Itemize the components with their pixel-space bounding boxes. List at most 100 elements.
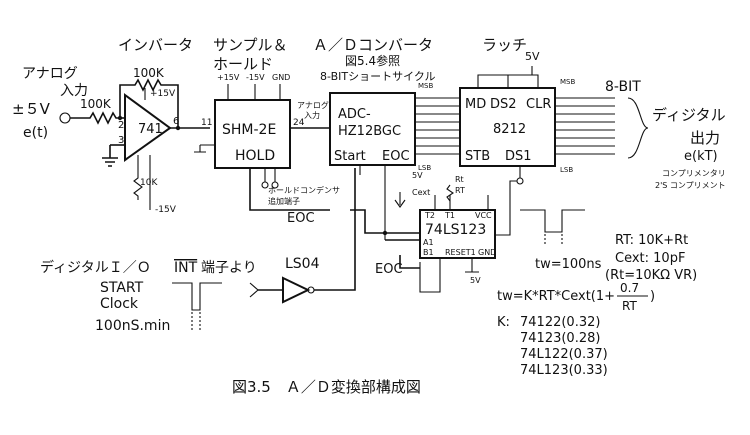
k-value-1: 74122(0.32) [520,315,600,330]
mono-pin-reset: RESET1 [445,248,476,257]
io-label: ディジタルＩ／Ｏ [40,259,151,276]
rt-equation: RT: 10K+Rt [615,233,688,248]
opamp-ground-icon [102,145,118,167]
latch-5v: 5V [525,50,540,63]
mono-pin-vcc: VCC [475,211,492,220]
digital-out-label-2: 出力 [690,129,720,147]
opamp-label: 741 [138,122,163,137]
adc-name-2: HZ12BGC [338,124,401,139]
digital-out-label: ディジタル [652,106,726,124]
opamp-pin-2: 2 [118,120,124,131]
cext-label: Cext [412,188,430,197]
k-value-2: 74123(0.28) [520,331,600,346]
complementary-label: コンプリメンタリ [662,169,726,178]
mono-pin-a1: A1 [423,238,434,247]
opamp-vneg: -15V [155,205,177,215]
k-label: K: [497,315,510,330]
int-label: INT [174,260,198,276]
analog-input-label-2: 入力 [60,83,88,99]
opamp-vpos: +15V [150,89,176,99]
rt-label: Rt [455,175,464,184]
tw-formula: tw=K*RT*Cext(1+ [497,289,615,304]
latch-md: MD [465,97,486,112]
mono-74ls123-box [419,209,496,259]
sh-gnd: GND [272,73,290,82]
adc-msb: MSB [418,82,433,90]
latch-ds2: DS2 [490,97,517,112]
feedback-resistor-icon [119,78,179,128]
latch-clr: CLR [526,97,551,112]
r-fb-label: 100K [133,66,165,80]
input-resistor-icon [70,111,120,125]
latch-msb: MSB [560,78,575,86]
mono-pin-gnd: GND [478,248,496,257]
mono-5v-top: 5V [412,171,423,180]
sh-pin-11: 11 [201,118,212,128]
adc-to-latch-bus [415,97,460,155]
formula-denominator: RT [622,299,637,313]
hold-cap-label-2: 追加端子 [268,196,300,206]
adc-8bit-short: 8-BITショートサイクル [320,70,436,83]
int-suffix: 端子より [201,260,257,276]
r-in-label: 100K [80,97,112,111]
digital-ekt: e(kT) [684,149,718,164]
inverter-title: インバータ [118,36,193,54]
latch-stb: STB [465,149,490,164]
mono-pin-t1: T1 [444,211,455,220]
sample-hold-title: サンプル＆ [213,36,288,54]
analog-in-small: アナログ [297,100,329,110]
output-pulse-icon [520,209,585,233]
start-clock-label: START [100,280,144,296]
start-pulse-icon [172,282,222,311]
eoc-arrow-icon [394,192,406,208]
r-offset-label: 10K [140,178,158,188]
latch-lsb: LSB [560,166,573,174]
tw-label: tw=100ns [535,257,602,272]
opamp-741-icon [124,93,172,162]
latch-title: ラッチ [482,36,527,54]
signal-et-label: e(t) [23,125,48,141]
digital-8bit-label: 8-BIT [605,79,641,95]
plus-minus-5v-label: ±５V [12,100,51,118]
sh-sup2: -15V [246,73,265,82]
adc-lsb: LSB [418,164,431,172]
rt2-label: RT [455,186,465,195]
latch-name: 8212 [493,122,526,137]
input-terminal-icon [59,112,71,124]
sh-pin-24: 24 [293,118,305,128]
mono-5v-bot: 5V [470,276,481,285]
start-clock-label-2: Clock [100,296,139,312]
adc-fig-ref: 図5.4参照 [345,53,400,68]
eoc-label-1: EOC [287,211,315,226]
mono-pin-t2: T2 [424,211,435,220]
latch-ds1: DS1 [505,149,532,164]
hold-cap-label: ホールドコンデンサ [268,185,340,195]
adc-eoc: EOC [382,149,410,164]
k-value-4: 74L123(0.33) [520,363,608,378]
min-pulse-label: 100nS.min [95,318,170,334]
rt-note: (Rt=10KΩ VR) [605,268,697,283]
inverter-ls04-icon [282,276,311,304]
sh-name: SHM-2E [222,122,276,138]
cext-equation: Cext: 10pF [615,251,685,266]
eoc-label-2: EOC [375,262,403,277]
digital-output-bus [555,97,615,155]
adc-title: Ａ／Ｄコンバータ [313,36,433,54]
adc-start: Start [334,149,366,164]
sh-sup1: +15V [217,73,240,82]
offset-pot-icon [133,155,143,200]
figure-caption: 図3.5 Ａ／Ｄ変換部構成図 [232,378,421,396]
twos-complement-label: 2'S コンプリメント [655,181,726,190]
opamp-pin-3: 3 [118,135,124,146]
k-value-3: 74L122(0.37) [520,347,608,362]
analog-in-small-2: 入力 [304,110,320,120]
sample-hold-title-2: ホールド [213,55,273,73]
mono-name: 74LS123 [425,222,486,238]
adc-name: ADC- [338,107,371,122]
formula-numerator: 0.7 [620,281,639,295]
sample-hold-box [214,99,291,169]
mono-pin-b1: B1 [423,248,434,257]
ls04-label: LS04 [285,256,320,272]
formula-close: ) [650,289,655,304]
